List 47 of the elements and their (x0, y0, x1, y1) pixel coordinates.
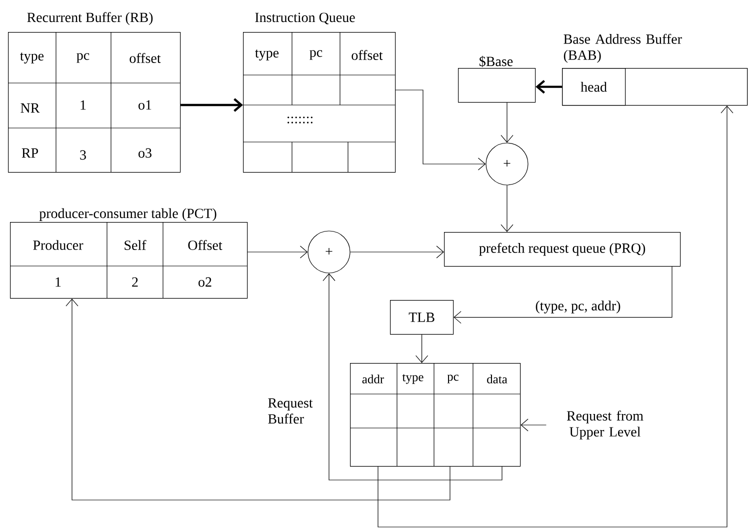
ellipsis-dots: ::::::: (288, 116, 312, 124)
process-box: prefetch request queue (PRQ) (444, 232, 681, 267)
column-header: pc (447, 374, 459, 384)
table-heading: Recurrent Buffer (RB) (27, 12, 153, 25)
cell-value: 3 (80, 150, 86, 160)
column-header: Offset (188, 240, 222, 250)
table-heading: Request Buffer (268, 398, 313, 424)
arrow (66, 298, 450, 500)
column-header: offset (130, 53, 161, 63)
table-cell: head (562, 68, 626, 106)
column-header: Self (124, 240, 146, 250)
cell-value: o2 (198, 277, 212, 287)
arrow (180, 98, 243, 112)
cell-value: NR (20, 103, 40, 113)
arrow (350, 246, 444, 258)
column-header: type (255, 50, 279, 60)
column-header: addr (362, 374, 384, 384)
column-header: pc (76, 53, 90, 63)
cell-value: o1 (138, 100, 152, 110)
process-box: TLB (390, 300, 454, 335)
arrow (416, 334, 428, 363)
table-heading: $Base (480, 56, 513, 68)
table-heading: producer-consumer table (PCT) (39, 208, 216, 221)
input-label: Request from Upper Level (566, 410, 644, 440)
arrow (536, 80, 562, 94)
cell-value: 1 (80, 100, 86, 110)
column-header: Producer (33, 240, 84, 250)
column-header: pc (310, 50, 322, 60)
cell-value: 1 (56, 277, 61, 287)
column-header: type (402, 374, 424, 384)
arrow (378, 106, 734, 528)
edge-label: (type, pc, addr) (534, 300, 622, 314)
column-header: data (487, 374, 508, 384)
column-header: offset (352, 50, 383, 60)
cell-value: 2 (132, 277, 138, 287)
arrow (395, 90, 486, 170)
arrow (322, 273, 502, 480)
arrow (247, 246, 308, 258)
cell-value: o3 (138, 148, 152, 158)
cell-value: RP (22, 148, 38, 158)
column-header: type (20, 52, 44, 64)
arrow (520, 418, 546, 432)
table-heading: Base Address Buffer (BAB) (564, 34, 682, 63)
arrow (500, 102, 514, 143)
arrow (454, 266, 672, 324)
arrow (500, 185, 514, 232)
table-heading: Instruction Queue (255, 12, 355, 24)
